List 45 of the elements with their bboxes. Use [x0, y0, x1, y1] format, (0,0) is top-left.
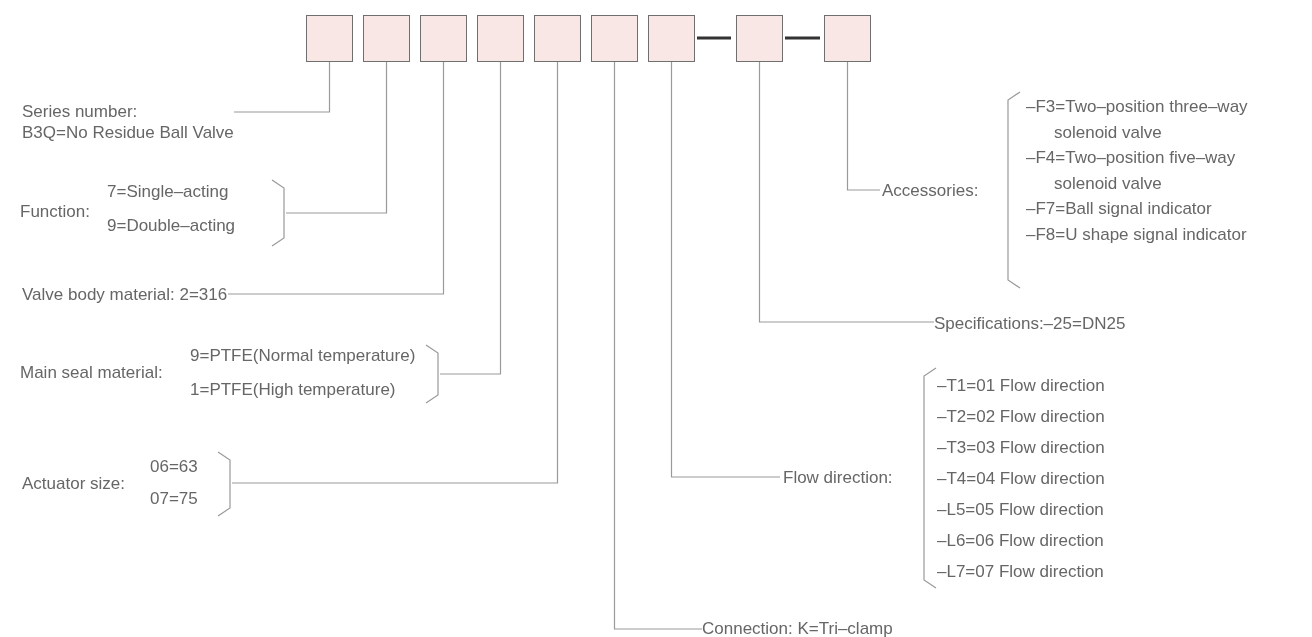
- option-text: B3Q=No Residue Ball Valve: [22, 123, 234, 143]
- option-text: –L6=06 Flow direction: [937, 531, 1104, 551]
- option-text: 9=Double–acting: [107, 216, 236, 236]
- code-box: [648, 15, 695, 62]
- code-box: [363, 15, 410, 62]
- field-label: Actuator size:: [22, 474, 125, 494]
- field-label: Accessories:: [882, 181, 979, 201]
- option-text: 9=PTFE(Normal temperature): [190, 346, 416, 366]
- field-label: Valve body material: 2=316: [22, 285, 228, 305]
- option-text: –F8=U shape signal indicator: [1026, 223, 1248, 246]
- field-label: Connection: K=Tri–clamp: [702, 619, 893, 637]
- field-label: Flow direction:: [783, 468, 893, 488]
- option-text: 7=Single–acting: [107, 182, 229, 202]
- code-box: [824, 15, 871, 62]
- option-text: 1=PTFE(High temperature): [190, 380, 396, 400]
- leader-line: [613, 61, 703, 630]
- option-text: –F3=Two–position three–way solenoid valve: [1026, 96, 1249, 144]
- leader-line: [758, 61, 935, 323]
- code-box: [534, 15, 581, 62]
- option-text: –T2=02 Flow direction: [937, 407, 1105, 427]
- field-label: Main seal material:: [20, 363, 163, 383]
- field-label: Specifications:–25=DN25: [934, 314, 1126, 334]
- option-text: –L7=07 Flow direction: [937, 562, 1104, 582]
- field-label: Function:: [20, 202, 90, 222]
- option-text: –T4=04 Flow direction: [937, 469, 1105, 489]
- leader-line: [285, 61, 388, 214]
- option-text: –T3=03 Flow direction: [937, 438, 1105, 458]
- leader-line: [439, 61, 502, 375]
- code-box: [736, 15, 783, 62]
- option-text: –F4=Two–position five–way solenoid valve: [1026, 147, 1237, 195]
- option-text: –L5=05 Flow direction: [937, 500, 1104, 520]
- leader-line: [233, 61, 331, 113]
- leader-line: [846, 61, 881, 191]
- code-box: [477, 15, 524, 62]
- option-text: 07=75: [150, 489, 198, 509]
- code-box: [420, 15, 467, 62]
- option-text: 06=63: [150, 457, 198, 477]
- code-box: [591, 15, 638, 62]
- leader-line: [231, 61, 559, 484]
- leader-line: [670, 61, 781, 478]
- field-label: Series number:: [22, 102, 138, 122]
- option-text: –T1=01 Flow direction: [937, 376, 1105, 396]
- option-text: –F7=Ball signal indicator: [1026, 198, 1213, 220]
- leader-line: [227, 61, 445, 295]
- code-box: [306, 15, 353, 62]
